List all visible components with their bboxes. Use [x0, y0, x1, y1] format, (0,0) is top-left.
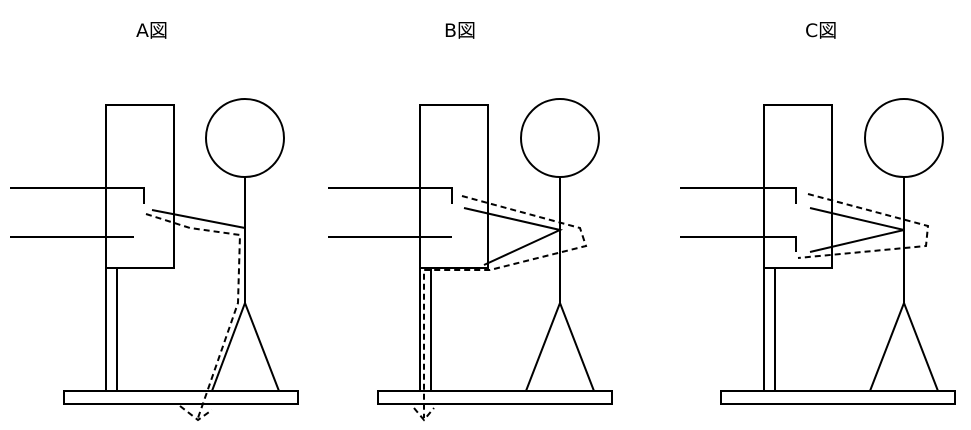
panel-c-label: C図: [805, 20, 837, 42]
panel-a-cabinet: [105, 104, 175, 269]
panel-c-lower-bar: [680, 236, 797, 252]
panel-a-dashed-path: [145, 213, 242, 419]
panel-c-upper-bar: [680, 187, 797, 204]
panel-b-label: B図: [444, 20, 476, 42]
panel-a-base-plate: [63, 390, 299, 405]
panel-c-figure-arms: [809, 207, 905, 253]
panel-b-dashed-arrowhead: [413, 407, 435, 422]
panel-b-figure-legs: [525, 300, 595, 392]
panel-b-base-plate: [377, 390, 613, 405]
panel-c: C図: [680, 20, 956, 405]
panel-b-cabinet: [419, 104, 489, 269]
panel-a-upper-bar: [10, 187, 145, 204]
panel-a-figure-head: [205, 98, 285, 178]
panel-c-base-plate: [720, 390, 956, 405]
panel-a-label: A図: [136, 20, 168, 42]
panel-b-figure-head: [520, 98, 600, 178]
panel-c-cabinet: [763, 104, 833, 269]
panel-a-figure-arm: [151, 209, 246, 229]
panel-a: A図: [10, 20, 299, 422]
panel-a-figure-legs: [211, 300, 280, 392]
panel-c-dashed-loop: [797, 193, 930, 259]
panel-b: B図: [328, 20, 613, 422]
panel-c-figure-legs: [869, 300, 939, 392]
panel-b-dashed-path: [423, 195, 588, 418]
panel-b-upper-bar: [328, 187, 453, 204]
panel-c-figure-head: [864, 98, 944, 178]
panel-a-dashed-arrowhead: [179, 405, 213, 422]
panel-b-figure-arms: [463, 207, 564, 266]
